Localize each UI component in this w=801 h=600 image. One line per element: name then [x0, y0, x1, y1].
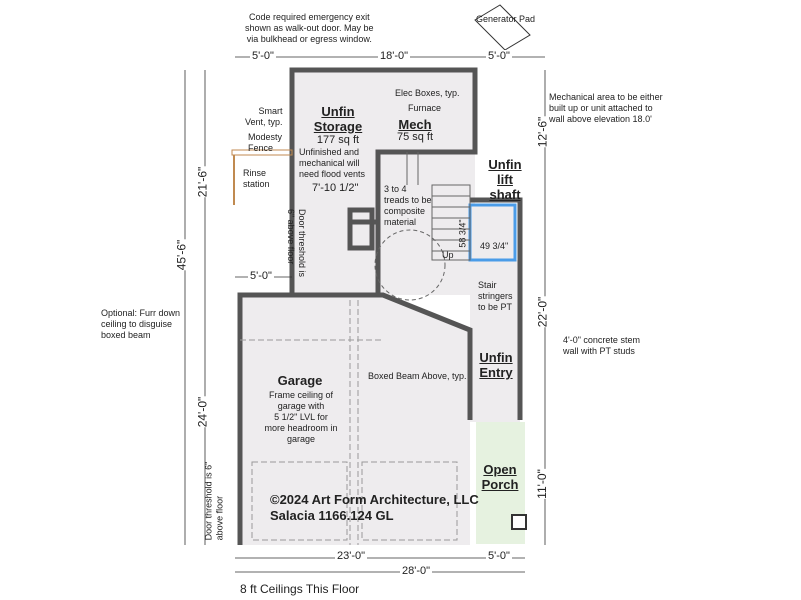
ceiling-note: 8 ft Ceilings This Floor [240, 582, 360, 596]
note-line: material [384, 217, 417, 227]
note-line: Fence [248, 143, 274, 153]
note-line: shown as walk-out door. May be [245, 23, 374, 33]
dim-right-upper: 12'-6" [535, 116, 550, 148]
note-line: wall above elevation 18.0' [549, 114, 652, 124]
storage-room-name: Storage [313, 119, 363, 134]
dim-left-lower: 24'-0" [195, 396, 210, 428]
mech-room-name: Mech [398, 117, 432, 132]
note-line: mechanical will [299, 158, 360, 168]
note-line: more headroom in [264, 423, 338, 433]
note-line: Code required emergency exit [249, 12, 370, 22]
porch-post [511, 514, 527, 530]
walls [237, 67, 523, 545]
note-line: Frame ceiling of [268, 390, 334, 400]
note-line: garage [286, 434, 316, 444]
note-line: ceiling to disguise [101, 319, 173, 329]
garage-door-lines [240, 300, 458, 545]
lift-room-name: shaft [489, 187, 521, 202]
dim-right-lower: 11'-0" [534, 469, 549, 499]
note-line: wall with PT studs [563, 346, 635, 356]
note-line: boxed beam [101, 330, 151, 340]
dim-bottom-porch: 5'-0" [486, 550, 512, 562]
lift-room-name: lift [497, 172, 513, 187]
note-line: 3 to 4 [384, 184, 407, 194]
dim-bottom-garage: 23'-0" [335, 550, 368, 562]
note-line: need flood vents [299, 169, 366, 179]
note-line: Door threshold is [297, 208, 308, 278]
generator-pad-label: Generator Pad [476, 14, 536, 24]
stairs [374, 152, 471, 301]
note-line: Door threshold is 6" [203, 461, 214, 541]
note-line: Optional: Furr down [101, 308, 181, 318]
copyright-line: ©2024 Art Form Architecture, LLC [270, 492, 479, 507]
note-line: Vent, typ. [245, 117, 283, 127]
note-line: 4'-0" concrete stem [563, 335, 640, 345]
elec-boxes-note: Elec Boxes, typ. [395, 88, 460, 98]
note-line: treads to be [384, 195, 432, 205]
dim-interior: 7'-10 1/2" [312, 182, 359, 194]
entry-room-name: Unfin [479, 350, 513, 365]
storage-area: 177 sq ft [316, 134, 360, 146]
note-line: station [243, 179, 270, 189]
garage-fill [240, 295, 470, 545]
lift-depth-dim: 58 3/4" [457, 219, 468, 248]
dim-top-right: 5'-0" [486, 50, 512, 62]
entry-fill [470, 260, 520, 422]
note-line: 5 1/2" LVL for [274, 412, 328, 422]
dim-top-left: 5'-0" [250, 50, 276, 62]
dim-right-mid: 22'-0" [535, 296, 550, 328]
note-line: stringers [478, 291, 513, 301]
dim-left-upper: 21'-6" [195, 166, 210, 198]
generator-pad [474, 4, 531, 51]
stair-up-label: Up [442, 250, 454, 260]
note-line: garage with [277, 401, 325, 411]
lift-room-name: Unfin [488, 157, 522, 172]
storage-room-name: Unfin [321, 104, 355, 119]
note-line: 6" above floor [286, 208, 297, 265]
note-line: via bulkhead or egress window. [246, 34, 372, 44]
note-line: Rinse [243, 168, 267, 178]
note-line: built up or unit attached to [549, 103, 653, 113]
furnace-note: Furnace [408, 103, 442, 113]
mech-area: 75 sq ft [396, 131, 434, 143]
dim-left-mid: 5'-0" [248, 270, 274, 282]
dim-bottom-total: 28'-0" [400, 565, 433, 577]
note-line: Modesty [248, 132, 283, 142]
modesty-fence [231, 149, 293, 156]
note-line: Smart [258, 106, 283, 116]
dim-top-mid: 18'-0" [378, 50, 411, 62]
note-line: to be PT [478, 302, 513, 312]
boxed-beam-note: Boxed Beam Above, typ. [368, 371, 467, 381]
garage-room-name: Garage [277, 373, 323, 388]
porch-room-name: Porch [481, 477, 519, 492]
note-line: Stair [478, 280, 497, 290]
note-line: above floor [214, 495, 225, 541]
note-line: Unfinished and [299, 147, 360, 157]
note-line: composite [384, 206, 426, 216]
entry-room-name: Entry [479, 365, 513, 380]
lift-width-dim: 49 3/4" [480, 241, 509, 252]
note-line: Mechanical area to be either [549, 92, 663, 102]
porch-room-name: Open [483, 462, 517, 477]
project-id: Salacia 1166.124 GL [270, 508, 394, 523]
dim-left-total: 45'-6" [174, 239, 189, 271]
